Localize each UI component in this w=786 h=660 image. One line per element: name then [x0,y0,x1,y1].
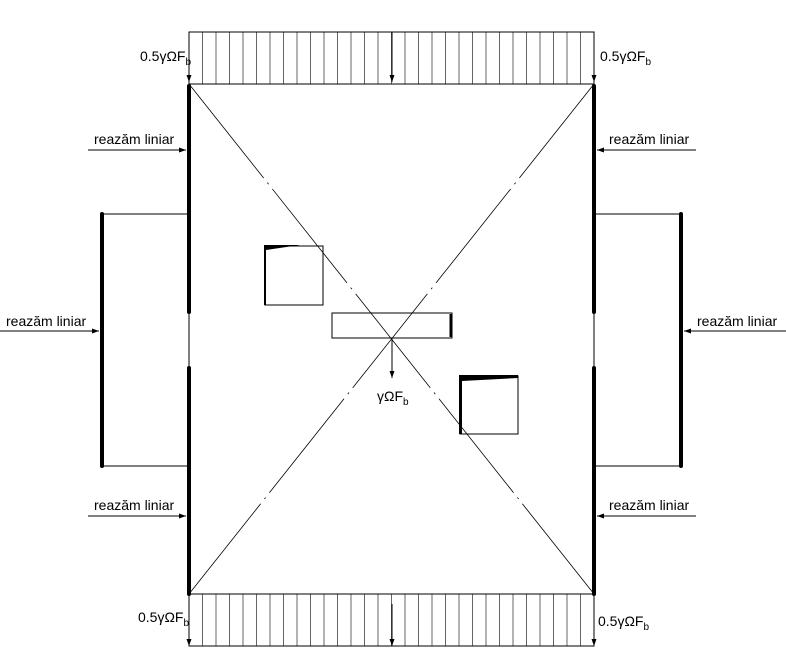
column-elements [264,245,519,435]
support-label-lower-right: reazăm liniar [609,497,689,513]
support-connectors [102,213,681,467]
support-labels: reazăm liniar reazăm liniar reazăm linia… [6,131,777,513]
top-left-load-label: 0.5γΩFb [140,48,191,68]
center-load-label: γΩFb [377,388,409,408]
edge-supports [100,84,683,596]
support-label-mid-right: reazăm liniar [697,313,777,329]
top-load-strip [186,31,597,85]
load-labels: 0.5γΩFb 0.5γΩFb 0.5γΩFb 0.5γΩFb γΩFb [138,48,651,633]
bottom-left-load-label: 0.5γΩFb [138,609,189,629]
support-label-upper-right: reazăm liniar [609,131,689,147]
support-label-mid-left: reazăm liniar [6,313,86,329]
bottom-load-strip [186,593,597,647]
support-label-upper-left: reazăm liniar [94,131,174,147]
support-label-lower-left: reazăm liniar [94,497,174,513]
bottom-right-load-label: 0.5γΩFb [598,613,649,633]
top-right-load-label: 0.5γΩFb [600,48,651,68]
support-arrows [0,147,786,519]
